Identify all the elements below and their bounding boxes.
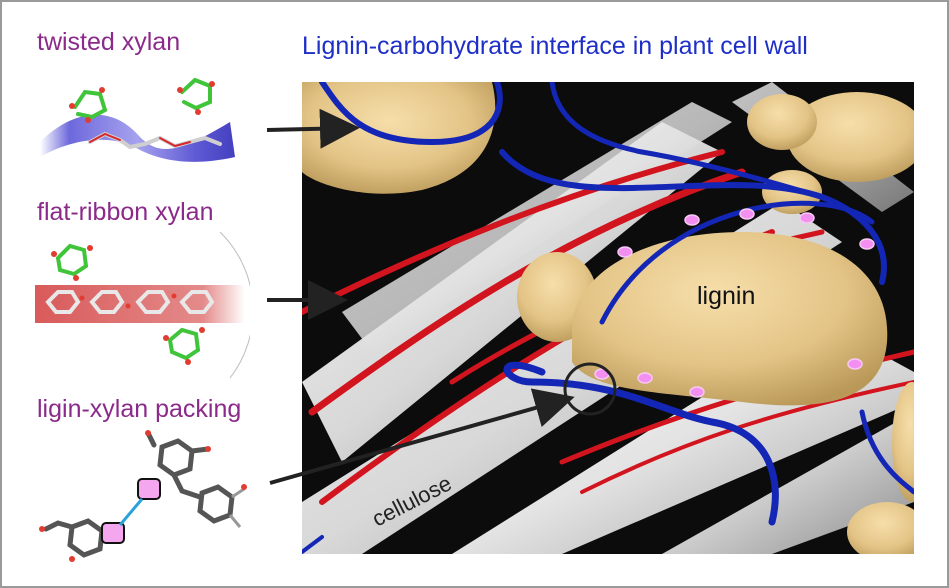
figure-title: Lignin-carbohydrate interface in plant c… [302,32,808,60]
lignin-carbohydrate-linkers [594,208,875,398]
lignin-xylan-packing-thumbnail [39,430,247,562]
twisted-xylan-strands [302,82,914,554]
twisted-xylan-label: twisted xylan [37,28,181,56]
lignin-xylan-packing-label: ligin-xylan packing [37,395,242,423]
flat-ribbon-xylan-thumbnail [35,231,250,379]
twisted-xylan-thumbnail [40,77,235,162]
flat-ribbon-xylan-label: flat-ribbon xylan [37,198,214,226]
lignin-label: lignin [697,282,755,310]
cell-wall-scene: lignin cellulose [302,82,914,554]
cell-wall-scene-graphic: lignin cellulose [302,82,914,554]
